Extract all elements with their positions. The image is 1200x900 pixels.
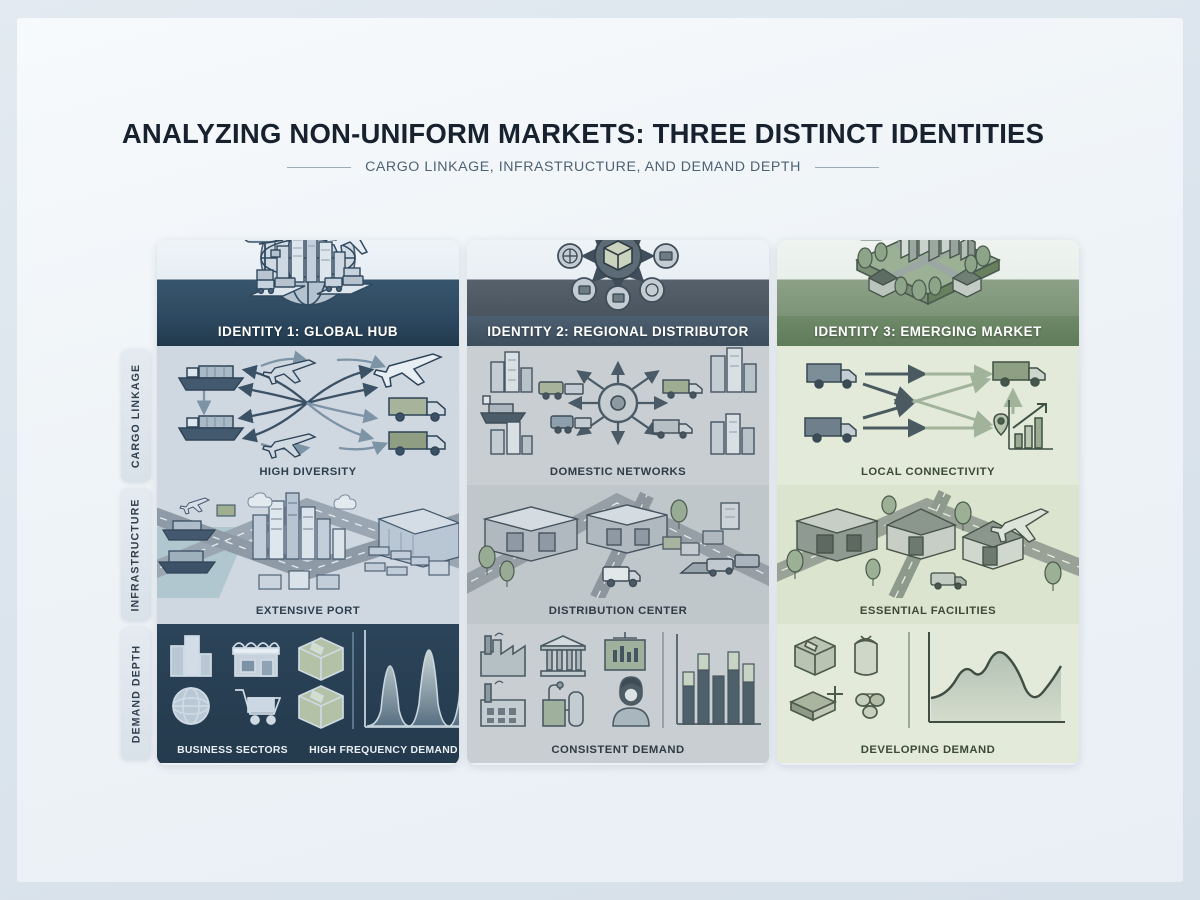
column-identity-2[interactable]: IDENTITY 2: REGIONAL DISTRIBUTOR <box>467 240 769 765</box>
globe-city-logistics-icon <box>157 240 459 316</box>
cell-caption: DOMESTIC NETWORKS <box>549 466 687 478</box>
isometric-town-icon <box>777 240 1079 316</box>
industry-icons-and-bar-chart-art <box>467 624 769 737</box>
cell-infrastructure-global-hub: EXTENSIVE PORT <box>157 485 459 624</box>
cell-demand-depth-emerging: DEVELOPING DEMAND <box>777 624 1079 763</box>
cell-caption-left: BUSINESS SECTORS <box>177 744 288 756</box>
cell-cargo-linkage-global-hub: HIGH DIVERSITY <box>157 346 459 485</box>
cell-caption: CONSISTENT DEMAND <box>551 744 685 756</box>
column-header-identity-1: IDENTITY 1: GLOBAL HUB <box>157 316 459 346</box>
page-title: ANALYZING NON-UNIFORM MARKETS: THREE DIS… <box>121 118 1045 149</box>
cell-caption: HIGH DIVERSITY <box>259 466 357 478</box>
row-label-cargo-linkage: CARGO LINKAGE <box>121 349 151 482</box>
cell-caption: DISTRIBUTION CENTER <box>548 605 688 617</box>
warehouse-highway-rail-art <box>467 485 769 598</box>
row-label-text: INFRASTRUCTURE <box>130 497 142 612</box>
column-header-identity-2: IDENTITY 2: REGIONAL DISTRIBUTOR <box>467 316 769 346</box>
cell-caption: EXTENSIVE PORT <box>255 605 361 617</box>
cell-caption: ESSENTIAL FACILITIES <box>859 605 997 617</box>
cell-caption: DEVELOPING DEMAND <box>860 744 996 756</box>
cell-demand-depth-global-hub: BUSINESS SECTORS HIGH FREQUENCY DEMAND <box>157 624 459 763</box>
cell-infrastructure-regional: DISTRIBUTION CENTER <box>467 485 769 624</box>
column-header-identity-3: IDENTITY 3: EMERGING MARKET <box>777 316 1079 346</box>
cell-caption-split: BUSINESS SECTORS HIGH FREQUENCY DEMAND <box>157 737 459 763</box>
multimodal-cargo-network-art <box>157 346 459 459</box>
row-label-text: CARGO LINKAGE <box>130 363 143 468</box>
row-label-text: DEMAND DEPTH <box>130 644 143 743</box>
title-block: ANALYZING NON-UNIFORM MARKETS: THREE DIS… <box>0 118 1166 175</box>
cell-cargo-linkage-regional: DOMESTIC NETWORKS <box>467 346 769 485</box>
cell-demand-depth-regional: CONSISTENT DEMAND <box>467 624 769 763</box>
column-identity-1[interactable]: IDENTITY 1: GLOBAL HUB <box>157 240 459 765</box>
row-label-demand-depth: DEMAND DEPTH <box>121 627 151 760</box>
cell-cargo-linkage-emerging: LOCAL CONNECTIVITY <box>777 346 1079 485</box>
hub-and-spoke-distribution-icon <box>467 240 769 316</box>
port-city-interchange-art <box>157 485 459 598</box>
subtitle-rule-right <box>814 166 879 168</box>
column-identity-3[interactable]: IDENTITY 3: EMERGING MARKET <box>777 240 1079 765</box>
cell-caption-right: HIGH FREQUENCY DEMAND <box>309 744 458 756</box>
local-truck-routing-art <box>777 346 1079 459</box>
cell-infrastructure-emerging: ESSENTIAL FACILITIES <box>777 485 1079 624</box>
cell-caption: LOCAL CONNECTIVITY <box>860 466 996 478</box>
row-label-infrastructure: INFRASTRUCTURE <box>121 488 151 621</box>
subtitle-wrap: CARGO LINKAGE, INFRASTRUCTURE, AND DEMAN… <box>0 159 1166 175</box>
business-sector-icons-and-peak-chart-art <box>157 624 459 737</box>
regional-hub-routing-art <box>467 346 769 459</box>
basic-facilities-crossroads-art <box>777 485 1079 598</box>
subtitle-rule-left <box>287 166 352 168</box>
page-subtitle: CARGO LINKAGE, INFRASTRUCTURE, AND DEMAN… <box>365 159 801 175</box>
goods-icons-and-wave-chart-art <box>777 624 1079 737</box>
